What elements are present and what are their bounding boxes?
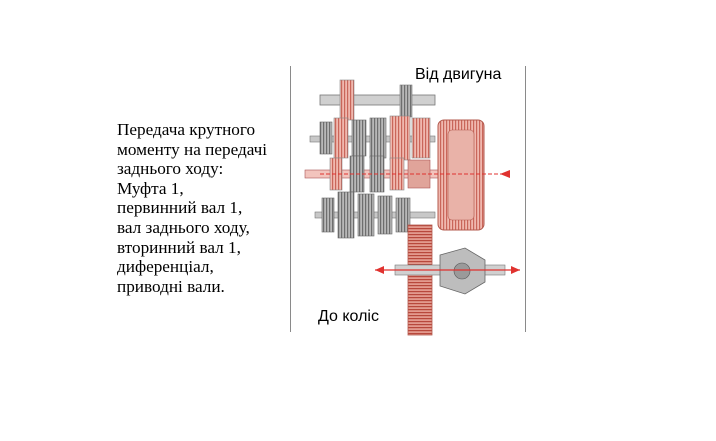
description-line: моменту на передачі	[117, 139, 268, 159]
reverse-shaft	[319, 79, 436, 121]
final-drive-gear	[407, 224, 433, 336]
power-flow-lines	[320, 170, 520, 274]
label-to-wheels: До коліс	[318, 308, 379, 325]
input-shaft-gears	[309, 115, 436, 161]
output-shaft-gears	[314, 191, 436, 239]
description-line: заднього ходу:	[117, 159, 224, 179]
description-line: Передача крутного	[117, 120, 256, 139]
frame-left-line	[290, 66, 291, 332]
clutch-drum	[437, 119, 485, 231]
gearbox-diagram	[304, 79, 520, 336]
description-line: Муфта 1,	[117, 178, 184, 198]
label-from-engine: Від двигуна	[415, 66, 502, 83]
description-line: первинний вал 1,	[117, 198, 243, 218]
description-text: Передача крутного моменту на передачі за…	[113, 120, 288, 296]
description-line: приводні вали.	[117, 276, 225, 296]
frame-right-line	[525, 66, 526, 332]
description-line: вторинний вал 1,	[117, 237, 241, 257]
description-line: вал заднього ходу,	[117, 217, 250, 237]
description-line: диференціал,	[117, 257, 214, 277]
